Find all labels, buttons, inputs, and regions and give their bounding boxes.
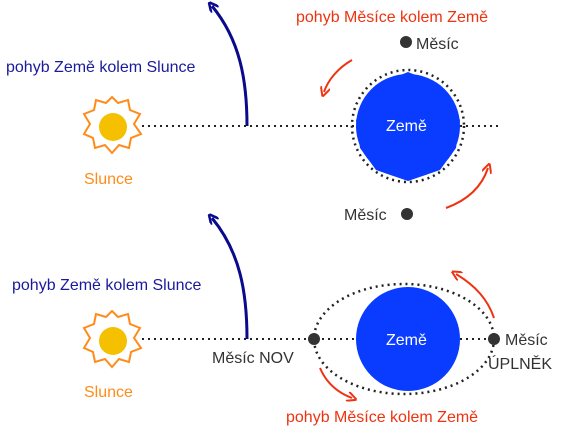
moon-motion-arrow-top-left — [324, 59, 353, 92]
full-moon-label-1: Měsíc — [505, 332, 548, 349]
earth-label-bottom: Země — [386, 332, 427, 349]
moon-new — [308, 333, 320, 345]
earth-label-top: Země — [386, 118, 427, 135]
moon-motion-arrow-bottom-right — [456, 274, 495, 319]
moon-motion-arrow-bottom-left — [319, 367, 352, 398]
earth-motion-arrow-top — [212, 6, 249, 127]
earth-bottom — [356, 287, 460, 391]
moon-orbit-top — [350, 68, 466, 184]
bottom-panel: pohyb Země kolem Slunce Slunce Země pohy… — [12, 218, 552, 426]
earth-motion-label-top: pohyb Země kolem Slunce — [6, 59, 196, 76]
moon-label-top-lower: Měsíc — [344, 207, 387, 224]
moon-top-upper — [400, 36, 412, 48]
sun-icon-top — [82, 95, 143, 155]
full-moon-label-2: ÚPLNĚK — [488, 354, 552, 373]
sun-label-top: Slunce — [84, 171, 133, 188]
earth-body-top — [356, 74, 460, 178]
moon-motion-arrow-top-right — [445, 168, 488, 209]
top-panel: pohyb Země kolem Slunce Slunce Země pohy… — [6, 6, 500, 224]
moon-motion-label-top: pohyb Měsíce kolem Země — [296, 9, 488, 26]
moon-top-lower — [401, 208, 413, 220]
new-moon-label: Měsíc NOV — [212, 350, 294, 367]
moon-label-top-upper: Měsíc — [416, 36, 459, 53]
moon-motion-label-bottom: pohyb Měsíce kolem Země — [286, 409, 478, 426]
moon-full — [488, 333, 500, 345]
sun-icon-bottom — [82, 309, 143, 369]
earth-motion-arrow-bottom — [212, 218, 249, 340]
sun-label-bottom: Slunce — [84, 384, 133, 401]
earth-motion-label-bottom: pohyb Země kolem Slunce — [12, 277, 202, 294]
